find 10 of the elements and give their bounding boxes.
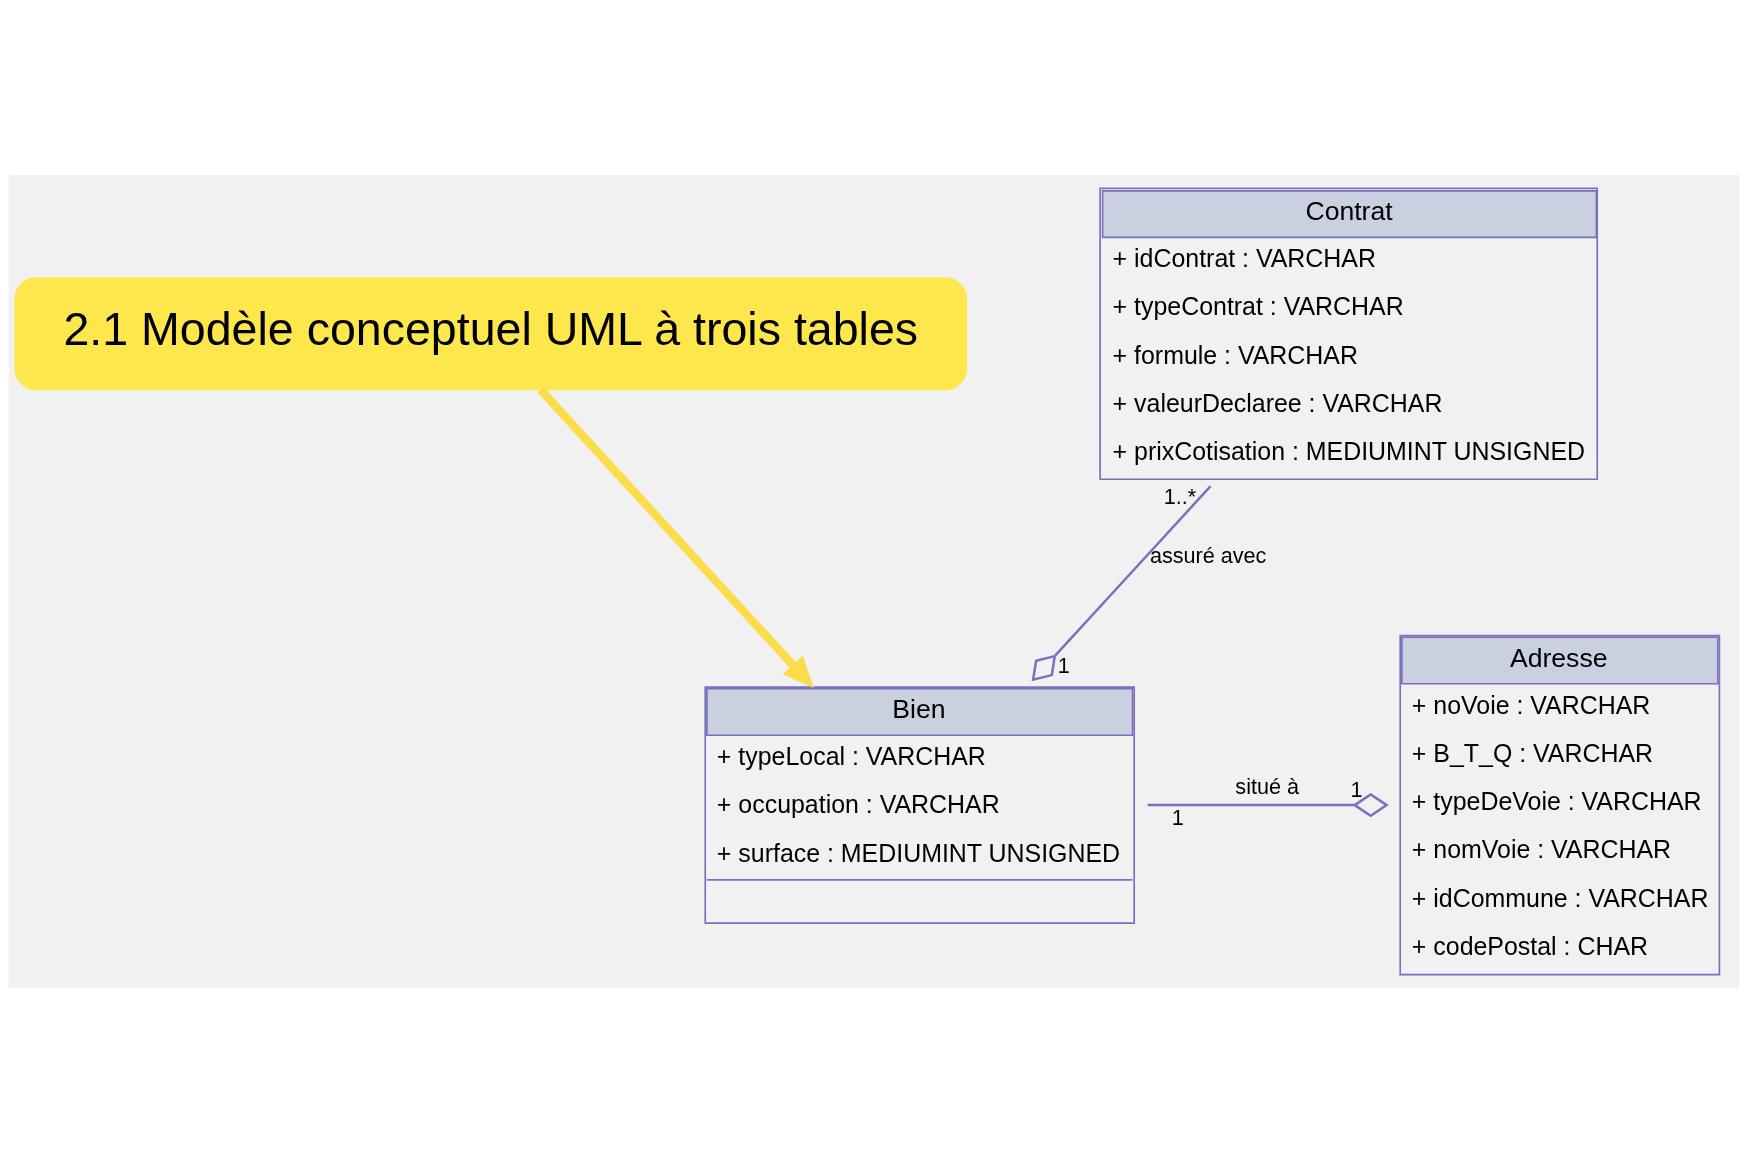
arrow xyxy=(537,386,814,688)
edge-label: assuré avec xyxy=(1149,542,1267,568)
label: 1 xyxy=(1057,652,1070,678)
label: 1..* xyxy=(1163,483,1197,509)
node-box: 2.1 Modèle conceptuel UML à trois tables xyxy=(14,276,968,390)
label: 1 xyxy=(1171,804,1184,830)
label: 1 xyxy=(1350,776,1363,802)
connector xyxy=(1031,484,1212,681)
edge-label: situé à xyxy=(1235,773,1300,799)
connector xyxy=(1147,792,1389,817)
